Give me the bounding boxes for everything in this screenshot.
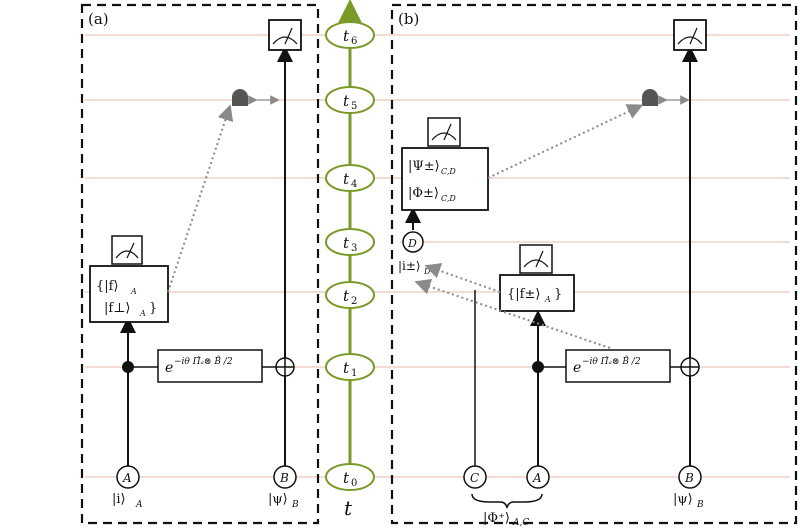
svg-text:A: A [122,471,132,485]
feedforward-arrow-b-mid [424,263,501,293]
unitary-gate-b [565,349,671,383]
node-b-A [526,465,550,489]
svg-text:1: 1 [351,368,357,379]
svg-text:A,C: A,C [512,518,529,528]
svg-text:B: B [696,500,704,510]
timeline-tick-t2: t 2 [325,281,375,309]
svg-text:C,D: C,D [441,167,456,176]
panel-b-label: (b) [398,10,419,28]
svg-text:A: A [532,471,542,485]
timeline-tick-t6: t 6 [325,21,375,49]
panel-a: A |i⟩ A B |ψ⟩ B e −iθ Π̂ₐ⊗ B̂ /2 {|f⟩ A … [89,19,302,510]
svg-text:t: t [343,359,350,377]
meter-icon [519,244,553,274]
node-a-B [273,465,297,489]
timeline-axis-label: t [344,496,353,520]
svg-text:t: t [343,287,350,305]
svg-text:e: e [573,360,581,376]
svg-text:}: } [554,287,562,302]
svg-text:0: 0 [351,478,357,489]
svg-text:A: A [130,287,137,296]
tick-sub: 6 [351,36,357,47]
svg-text:{|f⟩: {|f⟩ [96,279,119,294]
svg-text:}: } [149,301,157,316]
svg-text:|f⊥⟩: |f⊥⟩ [104,301,131,316]
svg-text:4: 4 [351,179,357,190]
meter-icon [111,235,143,265]
timeline-tick-t0: t 0 [325,463,375,491]
meter-icon [427,117,461,147]
state-a-A: |i⟩ [112,492,126,507]
svg-text:−iθ Π̂ₐ⊗ B̂ /2: −iθ Π̂ₐ⊗ B̂ /2 [582,355,641,367]
timeline-tick-t3: t 3 [325,228,375,256]
bell-measurement-box [401,147,489,211]
svg-text:D: D [423,267,431,276]
node-b-D [402,231,424,253]
measurement-box-b-small [499,274,575,312]
tick-label: t [343,27,350,45]
time-grid [85,34,790,478]
svg-text:e: e [165,360,173,376]
timeline: t 6 t 5 t 4 t 3 t 2 t 1 t [325,0,375,520]
feedforward-arrow-a [167,104,234,293]
timeline-tick-t1: t 1 [325,353,375,381]
state-b-B: |ψ⟩ [673,492,693,507]
svg-text:2: 2 [351,296,357,307]
node-b-B [678,465,702,489]
panel-b-frame [390,3,798,525]
node-b-C [463,465,487,489]
svg-text:D: D [407,237,417,250]
state-b-D: |i±⟩ [398,259,421,273]
svg-text:t: t [343,92,350,110]
detector-icon [642,89,658,106]
svg-text:|Φ±⟩: |Φ±⟩ [408,186,439,201]
feedforward-arrow-b-top [487,104,644,179]
svg-text:B: B [279,471,289,485]
svg-text:|Ψ±⟩: |Ψ±⟩ [408,159,440,174]
svg-text:5: 5 [351,101,357,112]
svg-text:C,D: C,D [441,194,456,203]
timeline-tick-t4: t 4 [325,164,375,192]
svg-text:−iθ Π̂ₐ⊗ B̂ /2: −iθ Π̂ₐ⊗ B̂ /2 [174,355,233,367]
state-a-B: |ψ⟩ [268,492,288,507]
unitary-gate-a [157,349,263,383]
meter-icon [673,19,707,51]
svg-text:t: t [343,234,350,252]
timeline-tick-t5: t 5 [325,86,375,114]
panel-a-label: (a) [88,10,109,28]
svg-text:A: A [139,309,146,318]
svg-text:{|f±⟩: {|f±⟩ [507,287,540,302]
node-a-A [116,465,140,489]
svg-text:A: A [544,295,551,304]
svg-text:A: A [135,500,143,510]
svg-text:C: C [470,471,479,485]
measurement-box-a [89,265,169,323]
bell-state-label: |Φ⁺⟩ [483,511,510,526]
bell-brace [471,493,543,509]
panel-a-frame [80,3,320,525]
feedforward-arrow-b-low [414,279,611,349]
svg-text:3: 3 [351,243,357,254]
svg-text:t: t [343,170,350,188]
control-dot-a [122,361,134,373]
detector-icon [232,89,248,106]
svg-text:B: B [684,471,694,485]
svg-text:B: B [291,500,299,510]
svg-text:t: t [343,469,350,487]
meter-icon [268,19,302,51]
panel-b: C A B |ψ⟩ B |Φ⁺⟩ A,C D |i±⟩ D e −iθ Π̂ₐ⊗… [398,19,707,528]
control-dot-b [532,361,544,373]
